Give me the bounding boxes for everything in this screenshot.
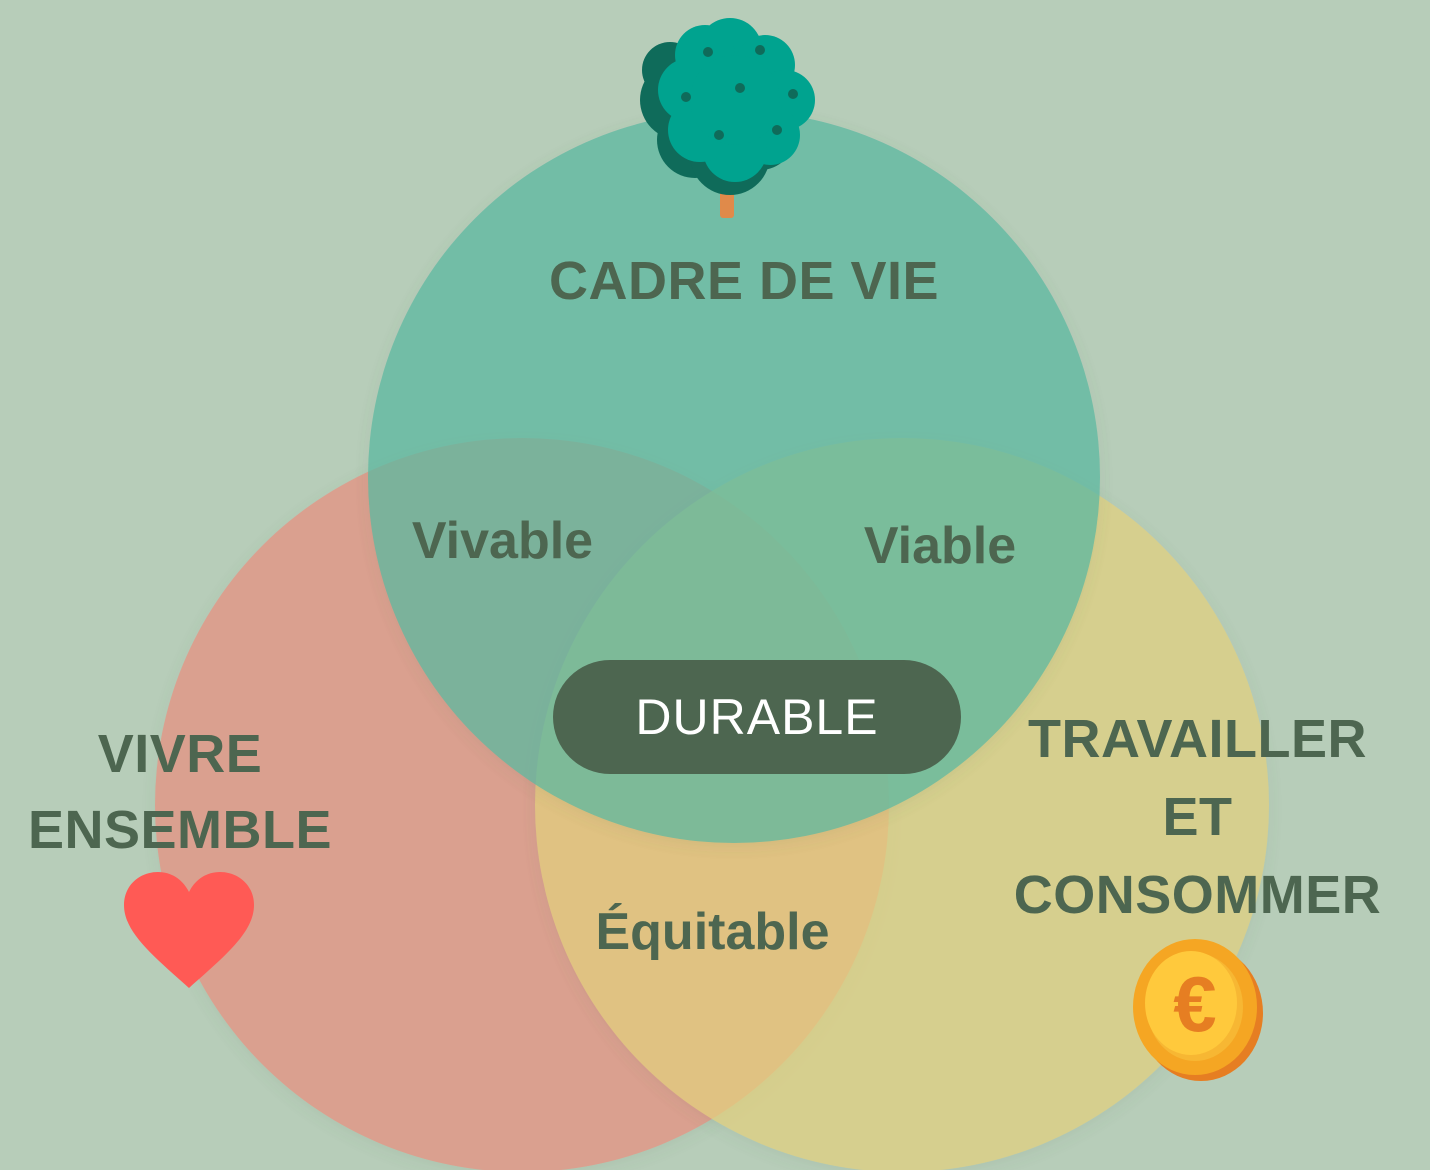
- svg-text:€: €: [1173, 960, 1216, 1048]
- overlap-equitable: Équitable: [595, 903, 830, 961]
- vivre-ensemble-line1: VIVRE: [97, 724, 263, 784]
- durable-center-pill: DURABLE: [553, 660, 961, 774]
- heart-icon: [124, 872, 254, 988]
- overlap-viable: Viable: [863, 517, 1017, 575]
- euro-coin-icon: €: [1133, 939, 1263, 1081]
- circle-cadre-de-vie: [368, 111, 1100, 843]
- tree-icon: [640, 18, 815, 218]
- travailler-line2: ET: [1162, 787, 1233, 847]
- vivre-ensemble-title: VIVRE ENSEMBLE: [20, 716, 340, 868]
- durable-label: DURABLE: [635, 689, 879, 745]
- travailler-line3: CONSOMMER: [1013, 865, 1382, 925]
- vivre-ensemble-line2: ENSEMBLE: [27, 800, 333, 860]
- cadre-de-vie-title: CADRE DE VIE: [548, 251, 940, 311]
- travailler-consommer-title: TRAVAILLER ET CONSOMMER: [1000, 700, 1395, 934]
- travailler-line1: TRAVAILLER: [1028, 709, 1367, 769]
- overlap-vivable: Vivable: [411, 512, 594, 570]
